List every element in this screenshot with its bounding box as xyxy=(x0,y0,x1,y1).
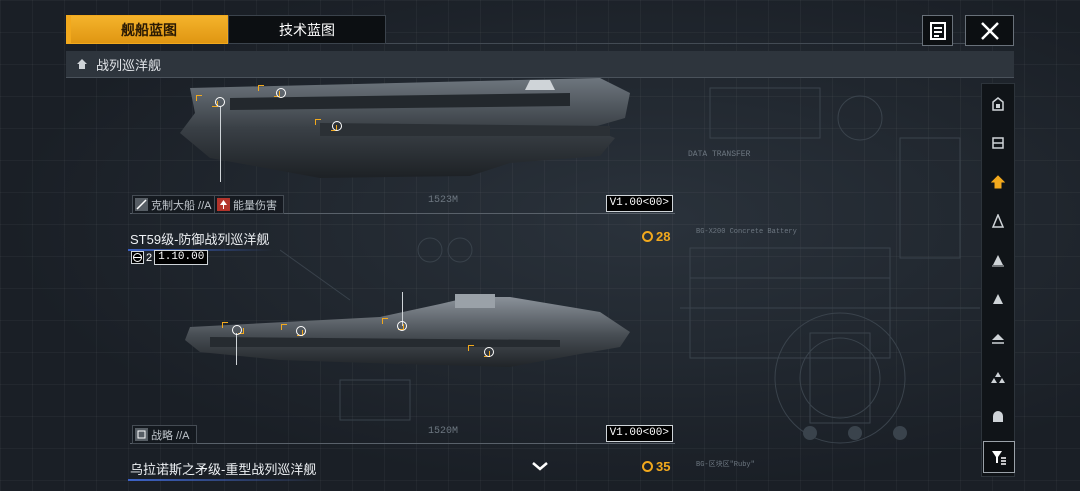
decor-label: BG-区块区"Ruby" xyxy=(696,461,755,469)
ship-3-name[interactable]: 乌拉诺斯之矛级-重型战列巡洋舰 xyxy=(127,459,321,481)
leader-line xyxy=(402,292,403,326)
ship-2-tag-bar: 战略 //A V1.00<00> xyxy=(130,425,675,444)
scroll-down-chevron-icon[interactable] xyxy=(531,461,549,471)
ship-1-model[interactable] xyxy=(170,78,640,183)
auxiliary-class-icon xyxy=(992,137,1004,149)
tab-tech-blueprint[interactable]: 技术蓝图 xyxy=(228,15,386,44)
blueprint-coin-icon xyxy=(642,231,653,242)
battlecruiser-class-icon xyxy=(77,59,87,69)
weapon-marker xyxy=(222,322,244,334)
document-icon xyxy=(929,21,946,40)
ship-2-version: V1.00<00> xyxy=(605,425,673,442)
station-class-icon xyxy=(993,411,1003,422)
leader-line xyxy=(220,107,221,182)
ship-class-rail xyxy=(981,83,1015,477)
leader-line xyxy=(236,333,237,365)
decor-label: DATA TRANSFER xyxy=(688,150,751,159)
decor-distance: 1523M xyxy=(428,195,459,206)
close-icon xyxy=(980,21,999,40)
divider xyxy=(386,43,1014,44)
rail-item-battlecruiser[interactable] xyxy=(982,164,1014,200)
ship-1-damage-tag: 能量伤害 xyxy=(214,195,284,214)
rail-item-destroyer[interactable] xyxy=(982,242,1014,278)
strategy-icon xyxy=(135,428,148,441)
rail-item-cruiser[interactable] xyxy=(982,203,1014,239)
ship-3-cost: 35 xyxy=(642,459,670,474)
category-header: 战列巡洋舰 xyxy=(66,51,1014,78)
corvette-class-icon xyxy=(992,334,1004,344)
destroyer-class-icon xyxy=(992,255,1004,267)
rail-item-carrier[interactable] xyxy=(982,86,1014,122)
energy-damage-icon xyxy=(217,198,230,211)
frigate-class-icon xyxy=(993,294,1003,304)
ship-2-name[interactable]: ST59级-防御战列巡洋舰 xyxy=(127,229,274,251)
hardpoint-pin xyxy=(215,97,225,107)
ship-1-version: V1.00<00> xyxy=(605,195,673,212)
anti-capital-icon xyxy=(135,198,148,211)
blueprint-tabs: 舰船蓝图 技术蓝图 xyxy=(66,15,386,44)
ship-1-role-tag: 克制大船 //A xyxy=(132,195,219,214)
fighter-class-icon xyxy=(991,372,1005,383)
hardpoint-pin xyxy=(296,326,306,336)
category-title: 战列巡洋舰 xyxy=(96,57,162,73)
decor-label: BG-X200 Concrete Battery xyxy=(696,228,797,236)
hardpoint-pin xyxy=(484,347,494,357)
battlecruiser-class-icon xyxy=(991,175,1005,189)
rail-item-auxiliary[interactable] xyxy=(982,125,1014,161)
blueprint-coin-icon xyxy=(642,461,653,472)
globe-icon xyxy=(131,251,144,264)
close-button[interactable] xyxy=(965,15,1014,46)
hardpoint-pin xyxy=(397,321,407,331)
schematic-decoration xyxy=(680,87,980,444)
decor-distance: 1520M xyxy=(428,426,459,437)
schematic-decoration xyxy=(280,237,473,421)
hardpoint-pin xyxy=(232,325,242,335)
ship-2-level-badge: 2 1.10.00 xyxy=(131,250,209,265)
carrier-class-icon xyxy=(992,97,1004,111)
rail-item-frigate[interactable] xyxy=(982,281,1014,317)
rail-item-station[interactable] xyxy=(982,398,1014,434)
tab-ship-blueprint[interactable]: 舰船蓝图 xyxy=(70,15,228,44)
rail-item-corvette[interactable] xyxy=(982,320,1014,356)
ship-2-cost: 28 xyxy=(642,229,670,244)
cruiser-class-icon xyxy=(991,214,1005,228)
filter-icon xyxy=(992,451,1006,465)
rail-item-fighter[interactable] xyxy=(982,359,1014,395)
hardpoint-pin xyxy=(276,88,286,98)
hardpoint-pin xyxy=(332,121,342,131)
ship-2-model[interactable] xyxy=(180,292,635,382)
notes-button[interactable] xyxy=(922,15,953,46)
tab-accent-notch xyxy=(66,15,70,44)
ship-2-role-tag: 战略 //A xyxy=(132,425,197,444)
filter-button[interactable] xyxy=(983,441,1015,473)
ship-1-tag-bar: 克制大船 //A 能量伤害 V1.00<00> xyxy=(130,195,675,214)
